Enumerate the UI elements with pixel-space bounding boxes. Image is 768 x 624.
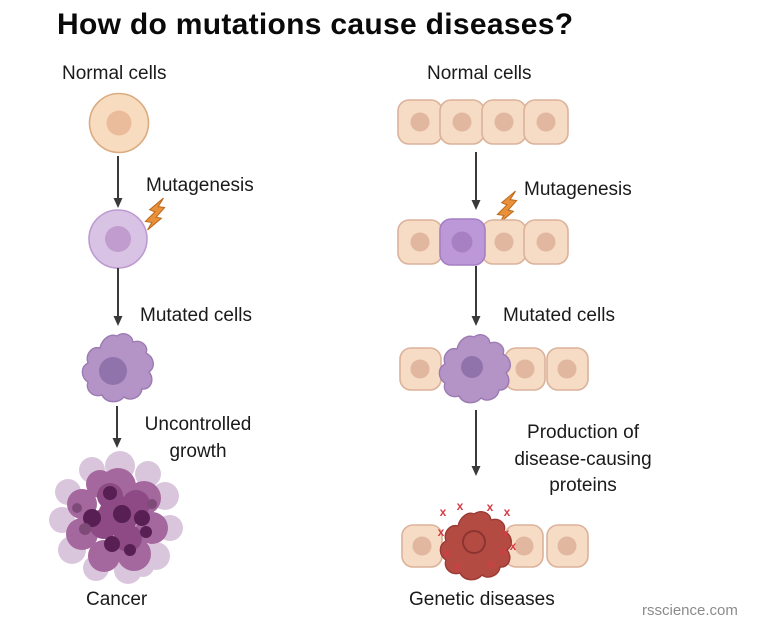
irregular-mutated-cell-icon xyxy=(81,333,154,403)
svg-text:x: x xyxy=(440,505,447,519)
diseased-cell-row: x x x x x x x x x x x xyxy=(401,499,589,581)
normal-cell-icon xyxy=(88,92,150,154)
svg-text:x: x xyxy=(444,546,451,560)
page-title: How do mutations cause diseases? xyxy=(57,8,574,41)
cancer-mass-icon xyxy=(49,451,183,584)
svg-text:x: x xyxy=(503,526,510,540)
mutated-cell-icon xyxy=(88,209,148,269)
cancer-label: Cancer xyxy=(86,589,148,610)
svg-text:x: x xyxy=(457,499,464,513)
arrow-down-icon xyxy=(471,152,481,210)
right-normal-cells-label: Normal cells xyxy=(427,63,532,84)
protein-x-marks: x x x x x x x x x x x xyxy=(438,499,517,573)
watermark: rsscience.com xyxy=(642,602,738,619)
normal-cell-row xyxy=(397,99,569,145)
production-proteins-label: Production of disease-causing proteins xyxy=(514,422,652,497)
svg-text:x: x xyxy=(510,539,517,553)
arrow-down-icon xyxy=(112,406,122,448)
mutated-blob-row xyxy=(399,334,589,404)
svg-text:x: x xyxy=(500,544,507,558)
left-mutagenesis-label: Mutagenesis xyxy=(146,175,254,196)
right-mutated-cells-label: Mutated cells xyxy=(503,305,615,326)
svg-text:x: x xyxy=(488,557,495,571)
diseased-cell-icon xyxy=(439,511,512,581)
left-normal-cells-label: Normal cells xyxy=(62,63,167,84)
right-mutagenesis-label: Mutagenesis xyxy=(524,179,632,200)
uncontrolled-growth-label: Uncontrolled growth xyxy=(144,414,252,462)
arrow-down-icon xyxy=(471,410,481,476)
arrow-down-icon xyxy=(113,156,123,208)
diseased-cell-nucleus-ring xyxy=(462,530,486,554)
arrow-down-icon xyxy=(113,268,123,326)
svg-text:x: x xyxy=(504,505,511,519)
left-mutated-cells-label: Mutated cells xyxy=(140,305,252,326)
svg-text:x: x xyxy=(487,500,494,514)
svg-text:x: x xyxy=(454,559,461,573)
mutated-cell-row xyxy=(397,218,569,266)
lightning-bolt-icon xyxy=(144,197,166,231)
svg-text:x: x xyxy=(438,525,445,539)
arrow-down-icon xyxy=(471,266,481,326)
genetic-diseases-label: Genetic diseases xyxy=(409,589,555,610)
